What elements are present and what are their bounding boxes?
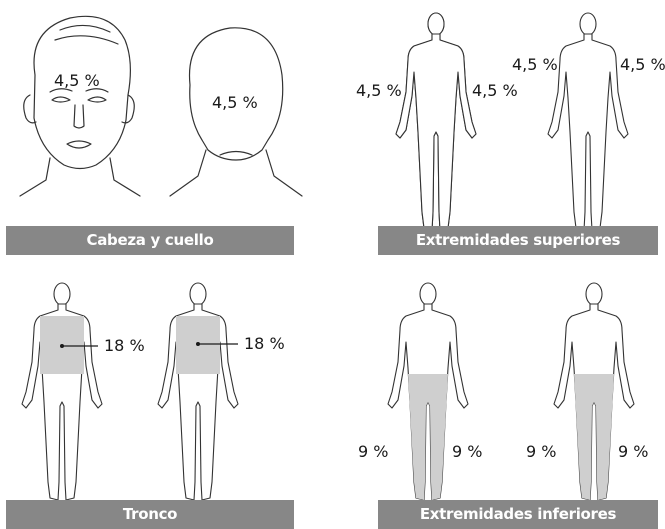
upper-front-figure xyxy=(396,13,476,230)
lower-back-left-pct: 9 % xyxy=(618,442,648,461)
upper-back-figure xyxy=(548,13,628,230)
label-extremidades-inferiores: Extremidades inferiores xyxy=(378,500,658,529)
trunk-front-figure xyxy=(22,283,102,500)
head-front-drawing xyxy=(20,16,140,196)
label-tronco: Tronco xyxy=(6,500,294,529)
lower-front-figure xyxy=(388,283,468,500)
head-back-pct: 4,5 % xyxy=(212,93,258,112)
lower-front-left-pct: 9 % xyxy=(452,442,482,461)
upper-front-left-pct: 4,5 % xyxy=(472,81,518,100)
label-extremidades-superiores: Extremidades superiores xyxy=(378,226,658,255)
trunk-back-pct: 18 % xyxy=(244,334,285,353)
upper-front-right-pct: 4,5 % xyxy=(356,81,402,100)
lower-front-right-pct: 9 % xyxy=(358,442,388,461)
lower-back-figure xyxy=(554,283,634,500)
upper-back-right-pct: 4,5 % xyxy=(512,55,558,74)
trunk-front-pct: 18 % xyxy=(104,336,145,355)
trunk-back-figure xyxy=(158,283,238,500)
head-front-pct: 4,5 % xyxy=(54,71,100,90)
upper-back-left-pct: 4,5 % xyxy=(620,55,665,74)
lower-back-right-pct: 9 % xyxy=(526,442,556,461)
label-cabeza-y-cuello: Cabeza y cuello xyxy=(6,226,294,255)
